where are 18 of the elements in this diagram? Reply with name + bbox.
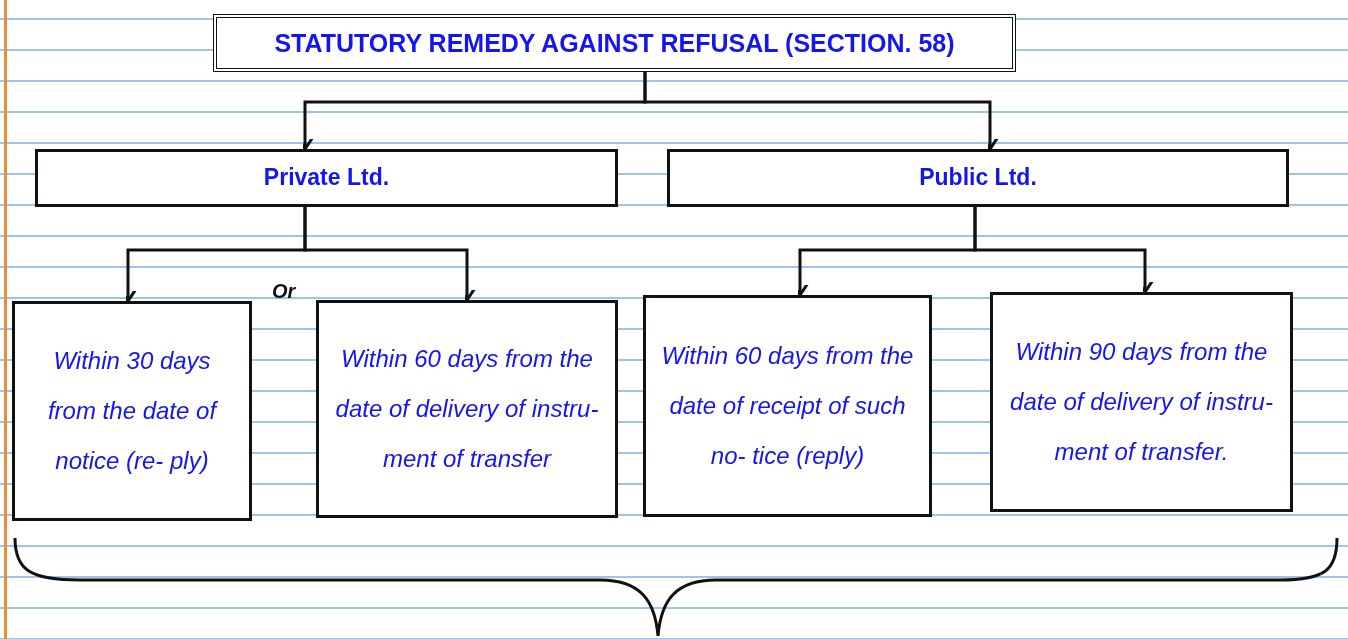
box-text: Private Ltd. (263, 164, 390, 192)
connector-word: Or (272, 280, 296, 303)
arrow (643, 72, 1000, 151)
title-box (213, 14, 1016, 72)
time-limit-box (12, 301, 252, 521)
box-text: Within 60 days from the date of delivery of instru- ment of transfer (334, 344, 600, 474)
box-text: Public Ltd. (919, 164, 1037, 192)
heading: STATUTORY REMEDY AGAINST REFUSAL (SECTION. 58) (274, 28, 955, 58)
arrow (303, 207, 477, 302)
box-text: Within 90 days from the date of delivery of instru- ment of transfer. (1009, 337, 1274, 467)
arrow (973, 207, 1155, 294)
box-text: Within 30 days from the date of notice (re- ply) (46, 346, 219, 476)
company-type-box (667, 149, 1289, 207)
company-type-box (35, 149, 618, 207)
time-limit-box (643, 295, 932, 517)
time-limit-box (990, 292, 1293, 512)
time-limit-box (316, 300, 618, 518)
box-text: Within 60 days from the date of receipt of such no- tice (reply) (660, 341, 915, 471)
